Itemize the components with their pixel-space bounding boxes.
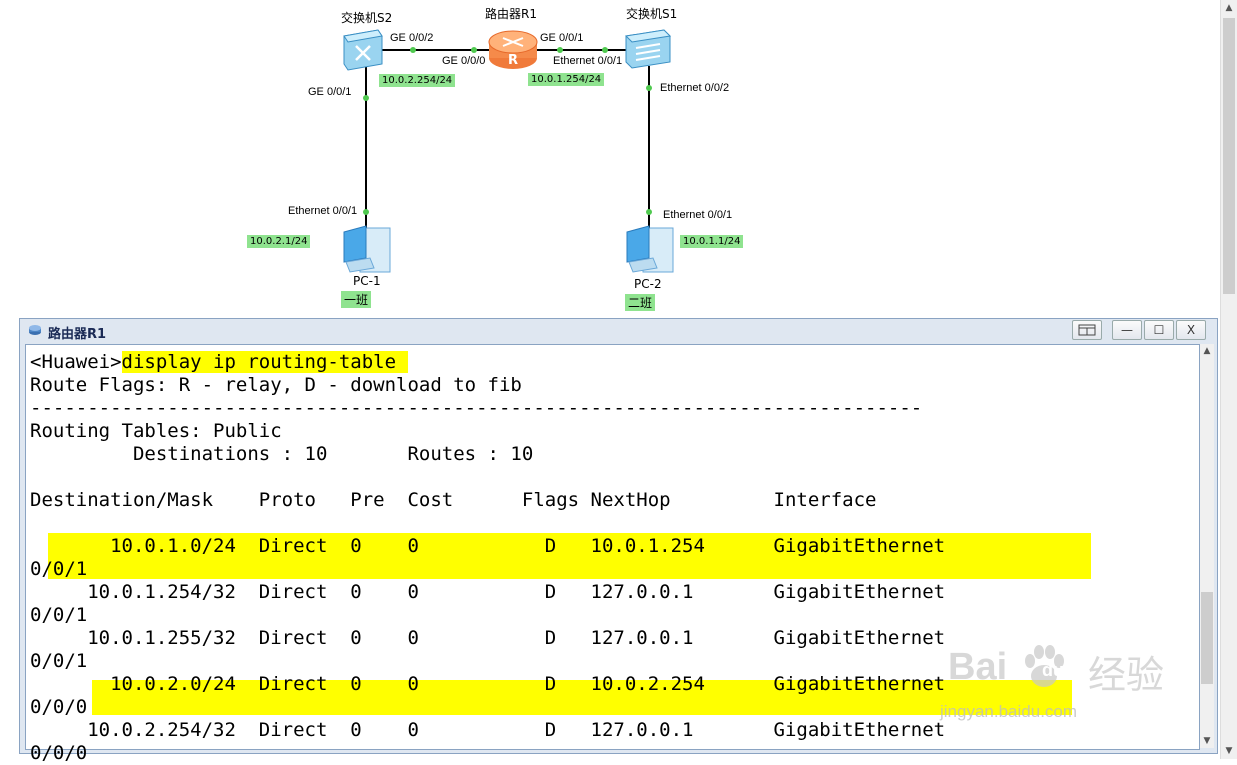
- port-label: Ethernet 0/0/1: [288, 205, 358, 217]
- page-scrollbar[interactable]: ▲ ▼: [1220, 0, 1237, 759]
- table-row-continuation: 0/0/0: [30, 742, 88, 764]
- router-r1-icon[interactable]: R: [488, 30, 538, 69]
- table-row: 10.0.1.0/24 Direct 0 0 D 10.0.1.254 Giga…: [30, 535, 946, 557]
- terminal-scrollbar[interactable]: ▲ ▼: [1200, 344, 1214, 748]
- table-row-continuation: 0/0/1: [30, 650, 88, 672]
- window-titlebar[interactable]: 路由器R1 — ☐ X: [20, 319, 1217, 343]
- switch-s1-label: 交换机S1: [626, 7, 678, 21]
- ip-label: 10.0.2.1/24: [247, 235, 311, 248]
- command-line: <Huawei>display ip routing-table: [30, 351, 408, 374]
- terminal-line: Routing Tables: Public: [30, 420, 282, 442]
- table-row-continuation: 0/0/1: [30, 604, 88, 626]
- port-dot: [646, 85, 652, 91]
- pc1-icon[interactable]: [343, 225, 391, 273]
- table-row: 10.0.1.254/32 Direct 0 0 D 127.0.0.1 Gig…: [30, 581, 946, 603]
- table-row: 10.0.1.255/32 Direct 0 0 D 127.0.0.1 Gig…: [30, 627, 946, 649]
- port-dot: [602, 47, 608, 53]
- layout-icon: [1078, 324, 1096, 336]
- terminal-output[interactable]: <Huawei>display ip routing-table Route F…: [25, 344, 1200, 764]
- port-label: GE 0/0/1: [540, 32, 584, 44]
- port-dot: [363, 209, 369, 215]
- table-row-continuation: 0/0/1: [30, 558, 88, 580]
- maximize-button[interactable]: ☐: [1144, 320, 1174, 340]
- scrollbar-thumb[interactable]: [1223, 18, 1235, 294]
- class-label: 二班: [625, 294, 656, 311]
- router-r1-label: 路由器R1: [485, 7, 537, 21]
- router-console-window[interactable]: 路由器R1 — ☐ X <Huawei>display ip routing-t…: [19, 318, 1218, 764]
- topology-links: R: [343, 29, 674, 273]
- ip-label: 10.0.2.254/24: [379, 74, 456, 87]
- close-button[interactable]: X: [1176, 320, 1206, 340]
- scroll-down-arrow-icon[interactable]: ▼: [1225, 746, 1233, 756]
- table-row-continuation: 0/0/0: [30, 696, 88, 718]
- row-highlight: [92, 680, 1072, 715]
- pc2-icon[interactable]: [626, 225, 674, 273]
- row-highlight: [48, 533, 1091, 579]
- ip-label: 10.0.1.254/24: [528, 73, 605, 86]
- switch-s2-label: 交换机S2: [341, 11, 393, 25]
- port-label: Ethernet 0/0/2: [660, 82, 730, 94]
- port-label: GE 0/0/1: [308, 86, 352, 98]
- scroll-down-arrow-icon[interactable]: ▼: [1203, 736, 1211, 746]
- pc2-label: PC-2: [634, 277, 662, 291]
- table-row: 10.0.2.254/32 Direct 0 0 D 127.0.0.1 Gig…: [30, 719, 946, 741]
- switch-s2-icon[interactable]: [343, 29, 383, 71]
- port-label: Ethernet 0/0/1: [553, 55, 623, 67]
- console-icon: [29, 325, 41, 335]
- terminal-line: Destinations : 10 Routes : 10: [30, 443, 534, 465]
- restore-layout-button[interactable]: [1072, 320, 1102, 340]
- table-header: Destination/Mask Proto Pre Cost Flags Ne…: [30, 489, 877, 511]
- pc1-label: PC-1: [353, 274, 381, 288]
- switch-s1-icon[interactable]: [624, 29, 672, 69]
- port-dot: [363, 95, 369, 101]
- terminal-line: Route Flags: R - relay, D - download to …: [30, 374, 522, 396]
- table-row: 10.0.2.0/24 Direct 0 0 D 10.0.2.254 Giga…: [30, 673, 946, 695]
- port-label: GE 0/0/2: [390, 32, 434, 44]
- svg-text:R: R: [508, 53, 518, 68]
- scroll-up-arrow-icon[interactable]: ▲: [1203, 346, 1211, 356]
- terminal-separator: ----------------------------------------…: [30, 397, 923, 419]
- port-dot: [471, 47, 477, 53]
- port-dot: [410, 47, 416, 53]
- port-dot: [557, 47, 563, 53]
- scroll-up-arrow-icon[interactable]: ▲: [1225, 3, 1233, 13]
- port-label: Ethernet 0/0/1: [663, 209, 733, 221]
- ip-label: 10.0.1.1/24: [680, 235, 744, 248]
- prompt: <Huawei>: [30, 351, 122, 373]
- class-label: 一班: [341, 291, 372, 308]
- command-text: display ip routing-table: [121, 351, 408, 373]
- topology-canvas[interactable]: R 交换机S2 路由器R1 交换机S1 PC-1 PC-2 GE 0/0/2 G…: [0, 0, 1220, 318]
- port-label: GE 0/0/0: [442, 55, 486, 67]
- window-title: 路由器R1: [48, 327, 107, 342]
- scrollbar-thumb[interactable]: [1201, 592, 1213, 684]
- minimize-button[interactable]: —: [1112, 320, 1142, 340]
- port-dot: [646, 209, 652, 215]
